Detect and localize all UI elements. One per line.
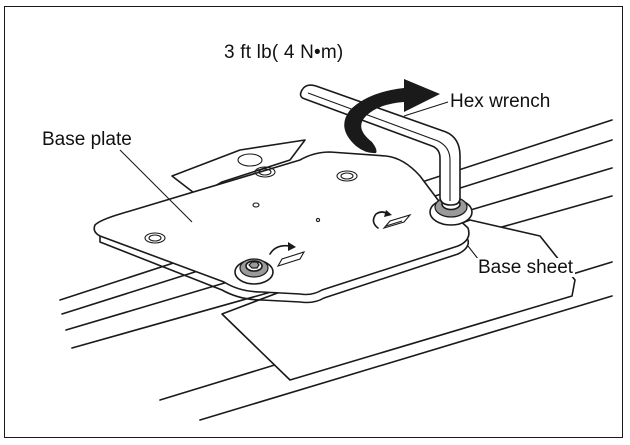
- clockwise-arrow-icon: [344, 79, 440, 154]
- base-plate-label: Base plate: [42, 129, 132, 150]
- plate-hole-top-inner: [258, 168, 272, 176]
- slot-front: [276, 251, 306, 267]
- slot-right-inner: [385, 220, 403, 227]
- plate-hole-top: [254, 166, 276, 178]
- front-screw: [234, 258, 274, 285]
- base-sheet-edge: [221, 313, 291, 381]
- torque-label: 3 ft lb( 4 N•m): [224, 42, 344, 63]
- plate-hole-right-inner: [340, 172, 354, 180]
- rotation-mark-front-head: [288, 242, 296, 251]
- plate-hole-left: [144, 232, 166, 244]
- plate-hole-small: [252, 202, 260, 208]
- base-sheet-label: Base sheet: [476, 257, 576, 278]
- hex-wrench-label: Hex wrench: [450, 91, 551, 112]
- rotation-mark-right: [372, 211, 389, 229]
- leader-hex-wrench: [403, 101, 449, 117]
- slot-right: [382, 213, 412, 230]
- leader-base-plate: [119, 149, 193, 223]
- hex-wrench: [299, 84, 461, 206]
- rotation-mark-right-head: [384, 210, 392, 217]
- plate-dot: [315, 217, 321, 223]
- plate-hole-right: [336, 170, 358, 182]
- base-plate: [93, 151, 470, 296]
- rail-line-6: [199, 295, 613, 421]
- rotation-mark-front: [269, 244, 291, 255]
- back-mount-hole: [237, 153, 263, 167]
- plate-hole-left-inner: [148, 234, 162, 242]
- base-plate-edge: [99, 235, 470, 304]
